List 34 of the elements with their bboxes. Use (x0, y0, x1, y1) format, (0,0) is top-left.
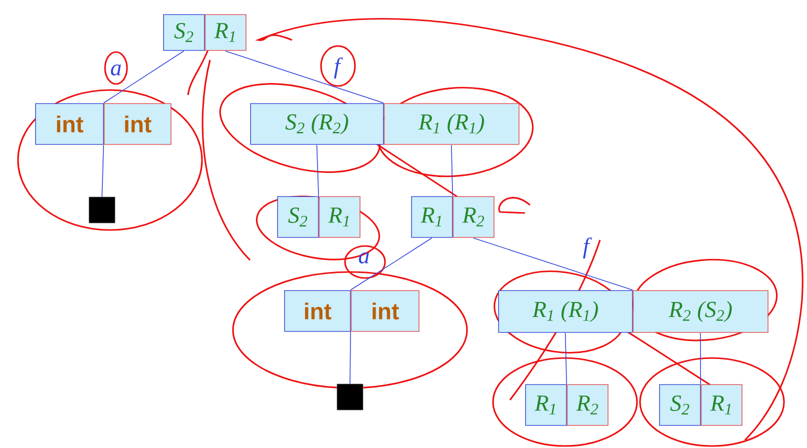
node-label: R$_{1}$ (710, 396, 731, 414)
terminal-square (336, 384, 364, 410)
tree-branch (350, 238, 432, 290)
type-pair-box: int int (284, 290, 420, 332)
type-pair-box: S$_{2}$ R$_{1}$ (276, 196, 361, 238)
tree-branch (316, 144, 319, 196)
tree-branch (103, 50, 184, 104)
node-label: int (305, 302, 332, 320)
edge-label: f (334, 57, 343, 79)
type-pair-box: R$_{1}$ R$_{2}$ (410, 196, 495, 238)
node-label: R$_{1}$ (328, 208, 349, 226)
type-pair-box: R$_{1}$ R$_{2}$ (524, 384, 609, 426)
tree-branch (564, 332, 567, 384)
terminal-square (88, 196, 116, 224)
node-label: R$_{2}$ (576, 396, 598, 414)
tree-branch (473, 238, 633, 290)
type-pair-box: S$_{2}$ (R$_{2}$) R$_{1}$ (R$_{1}$) (250, 103, 520, 145)
edge-label: a (358, 252, 369, 264)
node-label: S$_{2}$ (R$_{2}$) (285, 114, 348, 134)
node-label: int (125, 116, 152, 132)
edge-label: f (583, 237, 592, 259)
type-pair-box: R$_{1}$ (R$_{1}$) R$_{2}$ (S$_{2}$) (498, 290, 769, 333)
node-label: R$_{1}$ (214, 23, 235, 42)
type-pair-box: int int (34, 103, 172, 145)
type-pair-box: S$_{2}$ R$_{1}$ (162, 14, 247, 51)
tree-branch (102, 144, 104, 198)
tree-branch (451, 144, 453, 196)
edge-label: a (110, 64, 121, 76)
tree-branch (700, 332, 701, 384)
node-label: R$_{1}$ (420, 208, 442, 226)
type-pair-box: S$_{2}$ R$_{1}$ (658, 384, 743, 426)
node-label: R$_{1}$ (R$_{1}$) (532, 301, 598, 322)
tree-branch (225, 50, 384, 104)
tree-branch (350, 332, 351, 384)
